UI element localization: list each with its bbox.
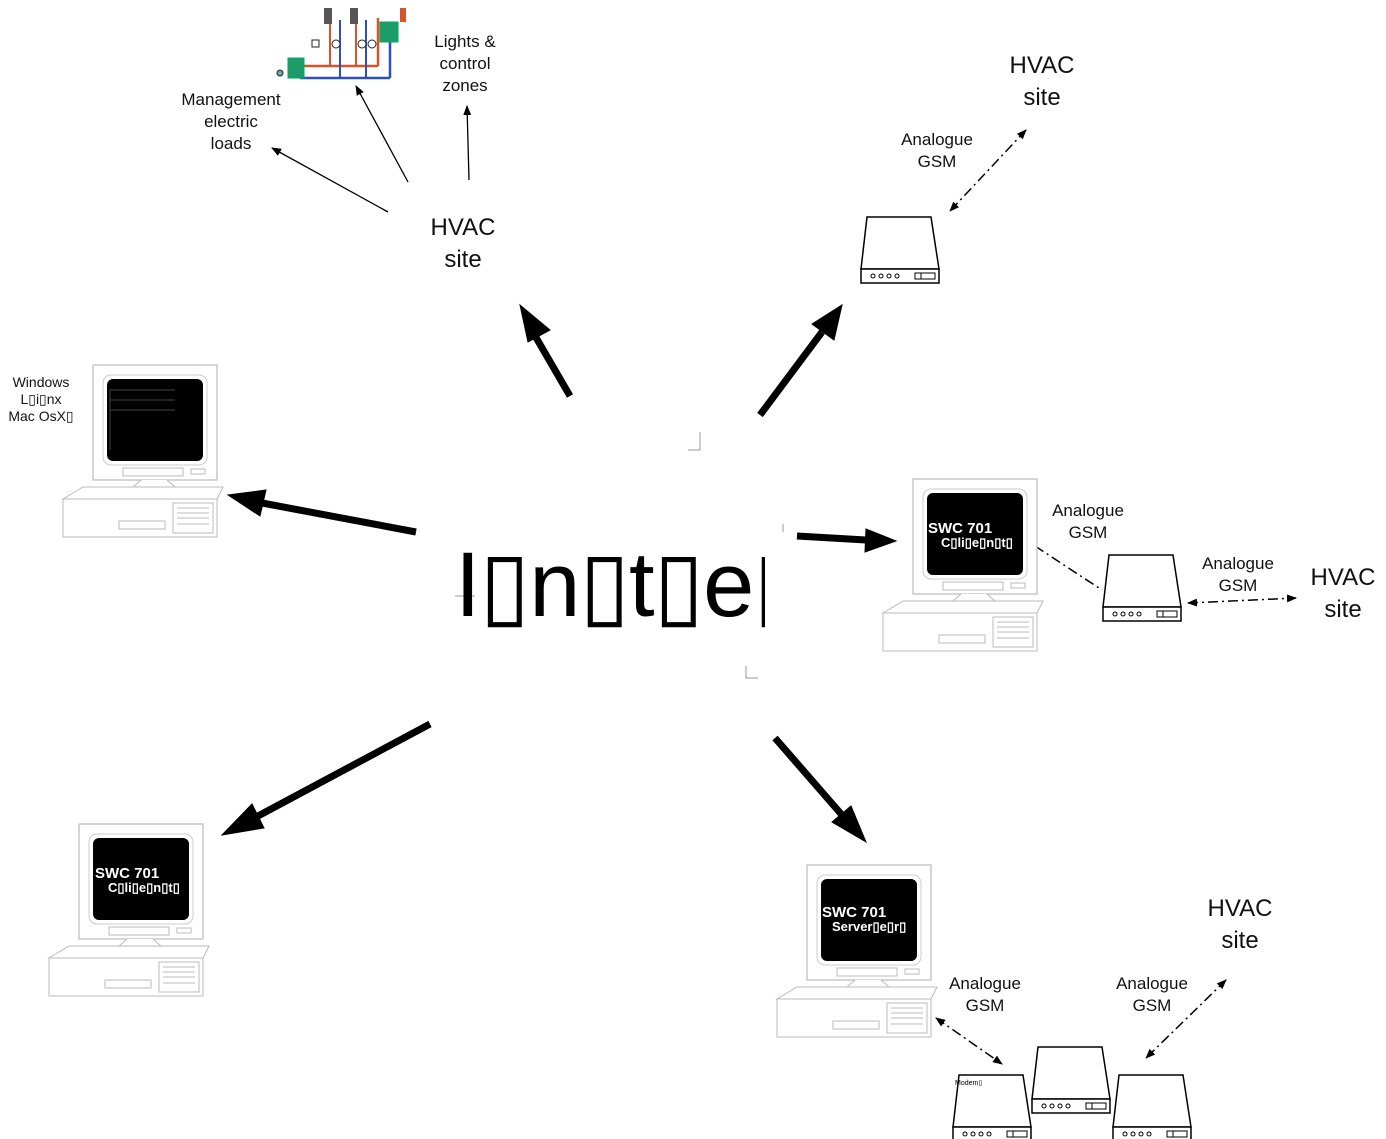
internet-arrows	[220, 303, 898, 844]
right-client-screen-subtitle: C▯li▯e▯n▯t▯	[941, 535, 1013, 550]
modem-label: Modem▯	[955, 1080, 982, 1087]
left-computer-icon	[62, 364, 224, 538]
arrow-lights	[463, 105, 472, 181]
modem-right-icon	[1102, 554, 1182, 622]
right-client-screen-title: SWC 701	[928, 520, 992, 537]
modem-bottom-right-icon	[1112, 1074, 1192, 1139]
hvac-schematic-icon	[276, 8, 406, 80]
server-computer-icon	[776, 864, 938, 1038]
arrow-management	[271, 147, 389, 213]
server-screen-title: SWC 701	[822, 904, 886, 921]
bottom-left-screen-title: SWC 701	[95, 865, 159, 882]
right-client-computer-icon	[882, 478, 1044, 652]
modem-top-right-icon	[860, 216, 940, 284]
bottom-left-client-computer-icon	[48, 823, 210, 997]
arrow-hvac-schematic	[355, 85, 409, 183]
internet-label: I▯n▯t▯e▯r	[455, 535, 765, 635]
modem-bottom-middle-icon	[1031, 1046, 1111, 1114]
server-screen-subtitle: Server▯e▯r▯	[832, 919, 906, 934]
analogue-links	[935, 129, 1297, 1065]
bottom-left-screen-subtitle: C▯li▯e▯n▯t▯	[108, 880, 180, 895]
